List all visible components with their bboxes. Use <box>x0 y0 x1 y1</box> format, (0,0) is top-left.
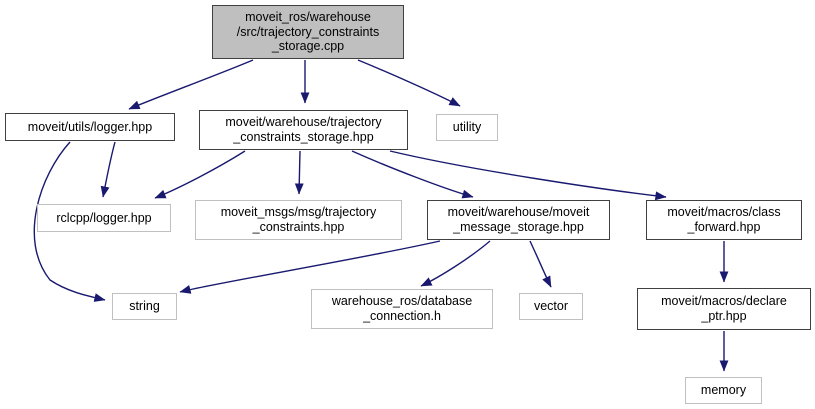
graph-node-dbconn[interactable]: warehouse_ros/database _connection.h <box>311 289 493 329</box>
graph-node-label: utility <box>452 120 482 135</box>
graph-node-label: warehouse_ros/database _connection.h <box>331 294 473 323</box>
graph-node-label: moveit/warehouse/moveit _message_storage… <box>447 205 590 234</box>
graph-node-msgs[interactable]: moveit_msgs/msg/trajectory _constraints.… <box>195 200 402 240</box>
graph-node-vector[interactable]: vector <box>519 293 583 320</box>
edge-tcstorage-to-msgstore <box>351 150 474 199</box>
graph-node-label: moveit/macros/class _forward.hpp <box>667 205 781 234</box>
graph-node-label: moveit/warehouse/trajectory _constraints… <box>225 115 382 144</box>
graph-node-label: moveit/utils/logger.hpp <box>27 119 153 134</box>
graph-node-memory[interactable]: memory <box>685 377 762 404</box>
edge-root-to-utilslog <box>128 59 254 110</box>
graph-node-label: string <box>129 299 160 314</box>
edge-tcstorage-to-rclcpplog <box>154 150 246 199</box>
graph-node-msgstore[interactable]: moveit/warehouse/moveit _message_storage… <box>427 200 610 240</box>
graph-node-tcstorage[interactable]: moveit/warehouse/trajectory _constraints… <box>199 110 408 150</box>
edge-msgstore-to-string <box>179 240 441 294</box>
graph-node-label: rclcpp/logger.hpp <box>56 210 152 225</box>
graph-node-root[interactable]: moveit_ros/warehouse /src/trajectory_con… <box>212 5 404 59</box>
graph-node-classfwd[interactable]: moveit/macros/class _forward.hpp <box>646 200 802 240</box>
graph-node-string[interactable]: string <box>112 293 177 320</box>
edge-tcstorage-to-classfwd <box>389 150 667 201</box>
edge-msgstore-to-dbconn <box>420 240 491 287</box>
graph-node-label: moveit_ros/warehouse /src/trajectory_con… <box>236 9 380 54</box>
graph-node-label: moveit/macros/declare _ptr.hpp <box>661 294 787 323</box>
graph-node-utility[interactable]: utility <box>436 114 498 141</box>
graph-node-label: vector <box>533 299 569 314</box>
edge-utilslog-to-rclcpplog <box>100 141 116 198</box>
graph-node-label: moveit_msgs/msg/trajectory _constraints.… <box>220 205 377 234</box>
edge-tcstorage-to-msgs <box>294 150 304 195</box>
graph-node-label: memory <box>700 383 747 398</box>
graph-node-utilslog[interactable]: moveit/utils/logger.hpp <box>5 113 175 141</box>
graph-node-rclcpplog[interactable]: rclcpp/logger.hpp <box>37 204 171 232</box>
graph-node-declptr[interactable]: moveit/macros/declare _ptr.hpp <box>637 288 811 330</box>
edge-root-to-utility <box>357 59 461 107</box>
edge-msgstore-to-vector <box>529 240 552 288</box>
